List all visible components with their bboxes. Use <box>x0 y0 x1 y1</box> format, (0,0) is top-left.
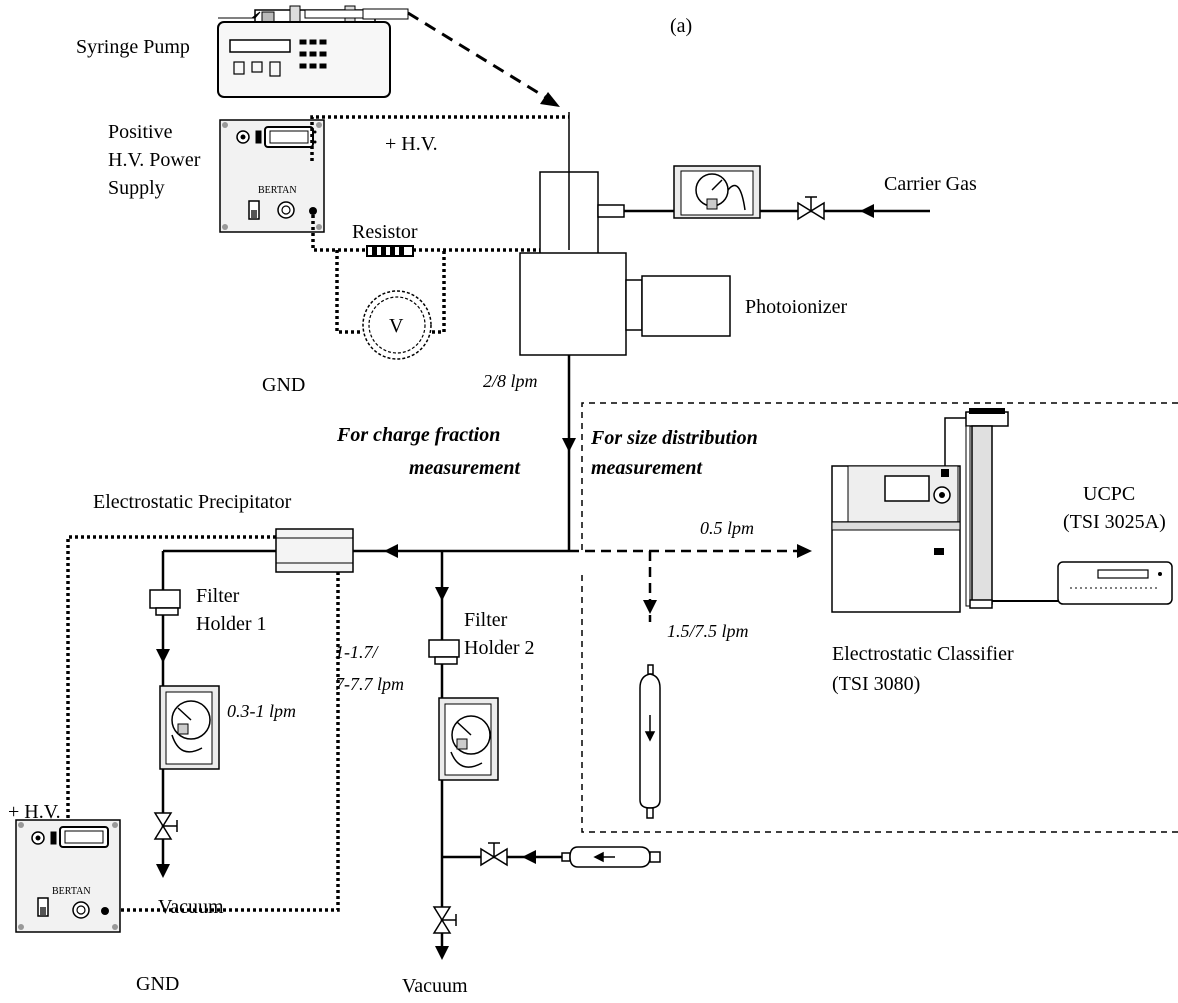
charge-fraction-label-line1: For charge fraction <box>336 424 500 446</box>
flow-filter-1-label: 0.3-1 lpm <box>227 701 296 721</box>
vacuum-left-label: Vacuum <box>158 896 224 918</box>
excess-flow-arrowhead <box>643 600 657 614</box>
dilution-valve-icon <box>480 842 508 867</box>
flow-classifier-label: 0.5 lpm <box>700 518 754 538</box>
syringe-pump-icon <box>217 5 409 98</box>
electrostatic-classifier-icon <box>831 465 961 613</box>
photoionizer-body <box>519 252 627 356</box>
filter1-flow-arrowhead <box>156 649 170 663</box>
precipitator-hv-wire <box>66 535 276 900</box>
brand-label-top: BERTAN <box>258 185 297 196</box>
positive-hv-label-line1: Positive <box>108 121 173 143</box>
photoionizer-lamp <box>641 275 731 337</box>
ucpc-label-line2: (TSI 3025A) <box>1063 511 1166 533</box>
excess-filter-capsule-icon <box>639 664 661 819</box>
flowmeter-1-icon <box>159 685 220 770</box>
photoionizer-coupler <box>625 279 643 331</box>
main-flow-arrowhead <box>562 438 576 452</box>
syringe-feed-line <box>407 11 551 102</box>
ucpc-icon <box>1057 561 1173 605</box>
size-distribution-boundary-top <box>581 402 1178 550</box>
filter-holder-2-label-line2: Holder 2 <box>464 637 535 659</box>
flow-main-label: 2/8 lpm <box>483 371 538 391</box>
classifier-label-line2: (TSI 3080) <box>832 673 920 695</box>
size-distribution-label-line1: For size distribution <box>590 427 758 449</box>
charge-fraction-label-line2: measurement <box>409 457 522 479</box>
resistor-label: Resistor <box>352 221 418 243</box>
precipitator-ground-wire <box>102 572 340 912</box>
hv-power-supply-top <box>219 119 325 233</box>
filter2-flow-arrowhead <box>435 587 449 601</box>
dma-column-icon <box>944 408 1009 609</box>
vacuum-valve-1-icon <box>153 812 178 840</box>
syringe-feed-arrowhead <box>540 92 560 107</box>
brand-label-bottom: BERTAN <box>52 886 91 897</box>
panel-label: (a) <box>670 15 692 37</box>
filter-holder-1-label-line2: Holder 1 <box>196 613 267 635</box>
dilution-filter-capsule-icon <box>561 846 661 868</box>
flow-bypass-label-line2: 7-7.7 lpm <box>335 674 404 694</box>
carrier-gas-flowmeter-icon <box>673 165 761 219</box>
filter-holder-2-icon <box>428 639 460 665</box>
precipitator-arrowhead <box>384 544 398 558</box>
positive-hv-label-line2: H.V. Power <box>108 149 201 171</box>
flow-excess-label: 1.5/7.5 lpm <box>667 621 749 641</box>
gnd-label-bottom: GND <box>136 973 179 995</box>
gnd-label-top: GND <box>262 374 305 396</box>
plus-hv-label-top: + H.V. <box>385 133 438 155</box>
size-distribution-boundary-bottom <box>581 575 1178 833</box>
flowmeter-2-icon <box>438 697 499 781</box>
flow-bypass-label-line1: 1-1.7/ <box>335 642 379 662</box>
gas-inlet-port <box>597 204 625 218</box>
resistor-stripes <box>372 247 404 255</box>
hv-wire-to-capillary <box>310 115 569 161</box>
voltmeter-wire-right <box>432 250 446 334</box>
filter-holder-1-icon <box>149 589 181 616</box>
voltmeter-label: V <box>389 315 404 337</box>
classifier-label-line1: Electrostatic Classifier <box>832 643 1014 665</box>
vacuum-2-arrowhead <box>435 946 449 960</box>
carrier-gas-label: Carrier Gas <box>884 173 977 195</box>
plus-hv-label-bottom: + H.V. <box>8 801 61 823</box>
positive-hv-label-line3: Supply <box>108 177 165 199</box>
carrier-gas-arrowhead <box>860 204 874 218</box>
syringe-pump-label: Syringe Pump <box>76 36 190 58</box>
electrostatic-precipitator-label: Electrostatic Precipitator <box>93 491 292 513</box>
carrier-gas-valve-icon <box>797 196 825 221</box>
photoionizer-label: Photoionizer <box>745 296 848 318</box>
vacuum-right-label: Vacuum <box>402 975 468 997</box>
filter-holder-2-label-line1: Filter <box>464 609 508 631</box>
classifier-arrowhead <box>797 544 812 558</box>
hv-power-supply-bottom <box>15 819 121 933</box>
vacuum-valve-2-icon <box>432 906 457 934</box>
size-distribution-label-line2: measurement <box>591 457 704 479</box>
voltmeter-inner-icon <box>368 296 426 354</box>
dilution-air-arrowhead <box>522 850 536 864</box>
electrostatic-precipitator-icon <box>275 528 354 573</box>
ucpc-label-line1: UCPC <box>1083 483 1135 505</box>
filter-holder-1-label-line1: Filter <box>196 585 240 607</box>
voltmeter-wire-left <box>335 250 362 334</box>
vacuum-1-arrowhead <box>156 864 170 878</box>
